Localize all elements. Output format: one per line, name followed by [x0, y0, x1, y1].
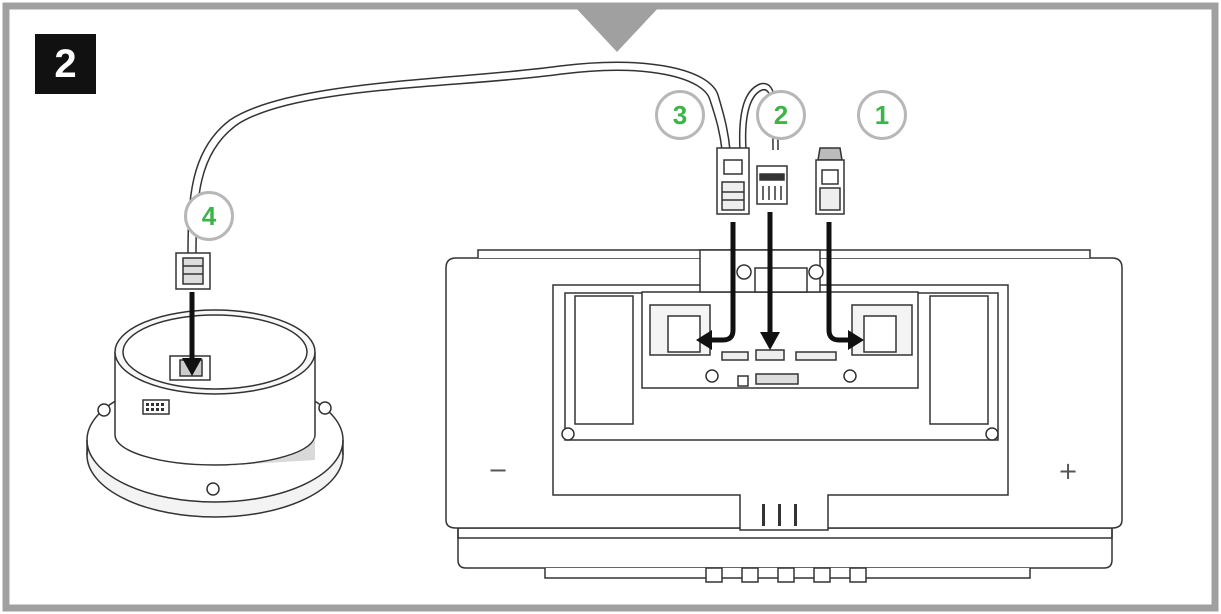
touch-panel-back: [445, 249, 1123, 583]
minus-sign: −: [488, 456, 509, 484]
arrow-1: [826, 222, 864, 350]
arrow-2: [760, 212, 780, 350]
rj-plug-4: [175, 252, 211, 290]
callout-4: 4: [184, 191, 234, 241]
terminal-connector-2: [756, 165, 788, 205]
arrow-3: [696, 222, 736, 350]
arrow-4: [182, 292, 202, 376]
callout-3: 3: [655, 90, 705, 140]
callout-2: 2: [756, 90, 806, 140]
callout-1: 1: [857, 90, 907, 140]
plus-sign: +: [1058, 457, 1079, 485]
step-number-badge: 2: [35, 34, 96, 94]
ceiling-base-device: [86, 309, 344, 518]
rj-plug-1: [815, 147, 845, 215]
rj-plug-3: [716, 147, 750, 215]
